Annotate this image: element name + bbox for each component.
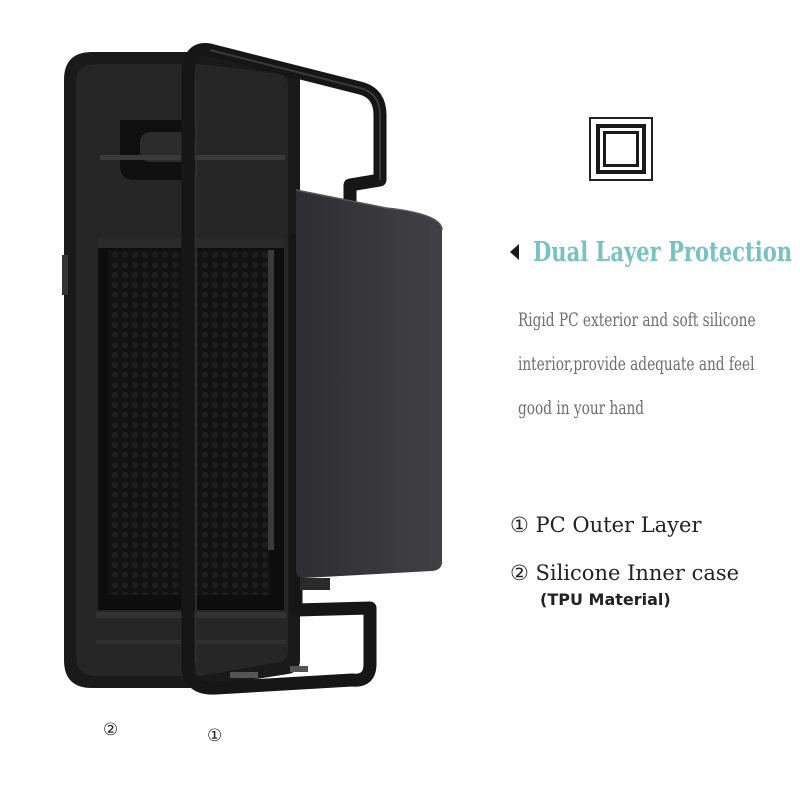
nested-squares-icon-middle	[596, 124, 646, 174]
layer-item-inner: ② Silicone Inner case	[510, 558, 739, 588]
layer-list: ① PC Outer Layer ② Silicone Inner case (…	[510, 510, 739, 609]
description-line: Rigid PC exterior and soft silicone	[518, 309, 756, 331]
inner-silicone-case	[62, 52, 300, 688]
feature-description: Rigid PC exterior and soft silicone inte…	[518, 303, 798, 435]
layer-marker: ②	[510, 561, 529, 585]
outer-pc-frame	[181, 43, 387, 695]
feature-heading: Dual Layer Protection	[510, 232, 800, 272]
nested-squares-icon-inner	[603, 131, 639, 167]
feature-title: Dual Layer Protection	[533, 236, 793, 268]
outer-frame-marker: ①	[207, 726, 223, 746]
layer-marker: ①	[510, 513, 529, 537]
layer-item-outer: ① PC Outer Layer	[510, 510, 739, 540]
inner-case-marker: ②	[103, 720, 119, 740]
description-line: interior,provide adequate and feel	[518, 353, 755, 375]
caret-left-icon	[510, 244, 519, 260]
layer-label: Silicone Inner case	[535, 561, 740, 585]
card-slot-panel	[295, 189, 443, 590]
description-line: good in your hand	[518, 397, 645, 419]
layer-label: PC Outer Layer	[535, 513, 702, 537]
layer-material-note: (TPU Material)	[540, 590, 671, 609]
nested-squares-icon	[589, 117, 653, 181]
